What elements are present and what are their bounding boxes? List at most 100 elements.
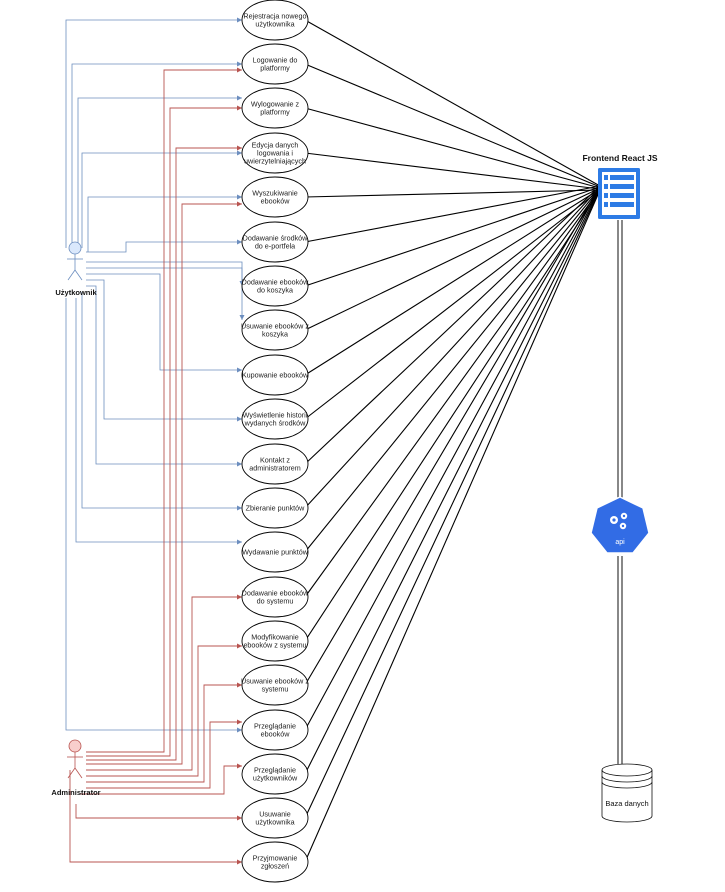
admin-actor[interactable] xyxy=(67,739,83,779)
use-case-ellipse xyxy=(241,398,309,440)
admin-connector xyxy=(69,770,242,865)
use-case-label: Usuwanie xyxy=(259,809,291,818)
admin-connector xyxy=(86,719,242,789)
use-case-ellipse xyxy=(241,0,309,41)
database-label: Baza danych xyxy=(605,799,648,808)
use-case-label: Wydawanie punktów xyxy=(242,548,309,557)
use-case-ellipse xyxy=(241,620,309,662)
user-connector xyxy=(77,95,242,248)
user-connectors xyxy=(65,17,245,733)
user-connector xyxy=(86,267,245,320)
use-case-ellipse xyxy=(241,43,309,85)
admin-connector xyxy=(80,763,242,795)
use-case-label: Przyjmowanie xyxy=(253,853,298,862)
use-case-label: systemu xyxy=(262,685,289,694)
use-case-label: Usuwanie ebooków z xyxy=(241,676,309,685)
use-case-label: Wyświetlenie historii xyxy=(243,410,308,419)
use-case-label: użytkownika xyxy=(255,20,294,29)
user-connector xyxy=(86,279,242,422)
use-case-label: do koszyka xyxy=(257,286,293,295)
use-case-ellipse xyxy=(241,87,309,129)
user-connector xyxy=(87,194,242,252)
association-line xyxy=(304,107,601,189)
use-case-label: Dodawanie ebooków xyxy=(242,588,310,597)
user-connector xyxy=(65,298,242,733)
use-case-ellipse xyxy=(241,797,309,839)
use-case-ellipse xyxy=(241,265,309,307)
association-line xyxy=(304,63,601,188)
admin-actor-label: Administrator xyxy=(51,788,100,797)
association-line xyxy=(304,188,601,819)
use-case-label: użytkowników xyxy=(253,774,298,783)
use-case-label: Edycja danych xyxy=(252,140,299,149)
association-line xyxy=(304,186,601,287)
admin-connectors xyxy=(69,67,242,865)
association-line xyxy=(304,187,601,775)
user-actor-label: Użytkownik xyxy=(55,288,97,297)
association-line xyxy=(304,189,601,863)
use-case[interactable]: Kupowanie ebooków xyxy=(241,354,309,396)
admin-connector xyxy=(86,67,242,753)
database-cylinder-icon[interactable] xyxy=(601,763,653,823)
user-connector xyxy=(81,150,242,248)
use-case-label: Przeglądanie xyxy=(254,721,296,730)
association-line xyxy=(304,189,601,642)
use-case-label: Usuwanie ebooków z xyxy=(241,321,309,330)
use-case-ellipse xyxy=(241,841,309,883)
user-connector xyxy=(65,17,242,248)
user-connector xyxy=(81,292,242,511)
user-connector xyxy=(86,273,242,373)
user-connector xyxy=(86,285,242,467)
use-case-label: ebooków xyxy=(261,197,291,206)
use-case[interactable]: Wydawanie punktów xyxy=(241,531,309,573)
use-case-ellipse xyxy=(241,576,309,618)
admin-connector xyxy=(86,201,242,765)
use-case-label: Przeglądanie xyxy=(254,765,296,774)
association-line xyxy=(304,185,601,243)
use-case-label: zgłoszeń xyxy=(261,862,289,871)
api-label: api xyxy=(615,539,625,546)
backend-links xyxy=(617,220,623,768)
association-line xyxy=(304,186,601,509)
use-case[interactable]: Zbieranie punktów xyxy=(241,487,309,529)
use-case-label: Logowanie do xyxy=(253,55,298,64)
user-connector xyxy=(71,61,242,248)
use-case-label: do systemu xyxy=(257,597,294,606)
use-case-label: Zbieranie punktów xyxy=(246,504,306,513)
association-line xyxy=(304,185,601,465)
association-line xyxy=(304,189,601,420)
use-case-label: logowania i xyxy=(257,149,293,158)
use-case-label: Dodawanie środków xyxy=(243,233,309,242)
association-line xyxy=(304,188,601,598)
api-icon[interactable] xyxy=(590,496,650,554)
use-case-label: platformy xyxy=(260,64,290,73)
use-case-label: ebooków xyxy=(261,730,291,739)
user-actor[interactable] xyxy=(67,241,83,281)
use-case-ellipse xyxy=(241,753,309,795)
frontend-list-icon[interactable] xyxy=(598,168,640,219)
frontend-associations xyxy=(304,19,601,863)
frontend-title: Frontend React JS xyxy=(582,153,657,163)
association-line xyxy=(304,152,601,190)
admin-connector xyxy=(86,682,242,783)
use-case-label: Modyfikowanie xyxy=(251,632,299,641)
use-case-ellipse xyxy=(241,664,309,706)
